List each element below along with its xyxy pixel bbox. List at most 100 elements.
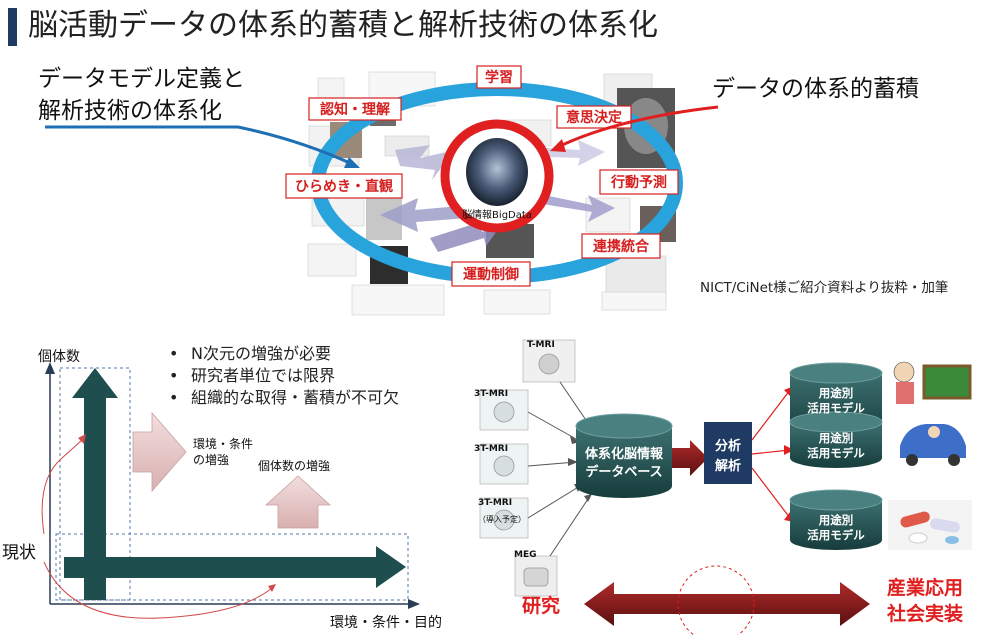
database-top xyxy=(575,413,673,439)
cycle-label-box xyxy=(556,105,632,129)
model-3-label-line1: 用途別 xyxy=(818,513,854,527)
cycle-label-box xyxy=(308,97,402,121)
source-label-meg: MEG xyxy=(514,550,537,560)
slide-title: 脳活動データの体系的蓄積と解析技術の体系化 xyxy=(28,8,658,43)
curve-to-vertical xyxy=(41,437,85,535)
research-industry-arrow xyxy=(584,565,870,635)
scanner-bore-icon xyxy=(538,353,560,375)
dashed-circle xyxy=(677,565,755,635)
model-1-label-line2: 活用モデル xyxy=(807,401,865,415)
individual-boost-label: 個体数の増強 xyxy=(258,458,330,473)
scanner-bore-icon xyxy=(493,455,515,477)
curve-arrowhead xyxy=(268,584,276,592)
bullet-item: N次元の増強が必要 xyxy=(165,343,399,365)
research-label: 研究 xyxy=(522,594,560,617)
database-label-line2: データベース xyxy=(585,464,662,480)
central-database xyxy=(575,413,673,498)
curve-arrowhead xyxy=(78,434,86,444)
connector-arrowhead xyxy=(584,494,592,502)
scanner-bore-icon xyxy=(493,509,515,531)
label-data-accumulation: データの体系的蓄積 xyxy=(712,76,919,102)
output-connectors xyxy=(751,389,791,519)
requirement-bullets: N次元の増強が必要 研究者単位では限界 組織的な取得・蓄積が不可欠 xyxy=(165,343,399,409)
thumbnail xyxy=(483,289,551,315)
model-2-label-line1: 用途別 xyxy=(818,431,854,445)
analysis-label-line1: 分析 xyxy=(715,438,741,454)
medicine-illustration xyxy=(888,500,972,550)
model-db-3 xyxy=(789,489,883,550)
source-label-tmri: T-MRI xyxy=(527,340,555,350)
inner-arrow xyxy=(430,220,505,252)
connector-arrowhead xyxy=(568,458,578,466)
label-data-model-line2: 解析技術の体系化 xyxy=(38,98,222,124)
meg-helmet-icon xyxy=(523,567,549,587)
x-axis-arrowhead xyxy=(408,599,420,609)
thumbnail xyxy=(307,243,357,277)
model-3-label-line2: 活用モデル xyxy=(807,528,865,542)
industry-label-line1: 産業応用 xyxy=(887,576,963,599)
source-label-3t-mri-2: 3T-MRI xyxy=(474,444,508,454)
model-2-label-line2: 活用モデル xyxy=(807,446,865,460)
cycle-label-box xyxy=(476,65,522,89)
x-axis-label: 環境・条件・目的 xyxy=(330,614,442,631)
cycle-label-behavior-prediction: 行動予測 xyxy=(610,174,667,191)
tablet-icon xyxy=(945,536,959,544)
vertical-arrow-individual xyxy=(72,368,118,600)
dashed-region-environment xyxy=(55,533,409,601)
source-label-3t-mri-3: 3T-MRI xyxy=(478,498,512,508)
capsule-icon xyxy=(930,518,960,533)
car-illustration xyxy=(900,424,966,466)
cycle-label-box xyxy=(285,173,403,199)
cycle-label-integration: 連携統合 xyxy=(593,238,650,255)
thumbnail xyxy=(601,291,667,311)
source-label-3t-mri-1: 3T-MRI xyxy=(474,389,508,399)
person-icon xyxy=(893,361,915,383)
analysis-box xyxy=(704,422,752,484)
chalkboard-icon xyxy=(922,364,972,400)
cycle-label-box xyxy=(599,169,679,195)
industry-label-line2: 社会実装 xyxy=(886,602,963,625)
inner-arrow xyxy=(520,140,605,166)
tablet-icon xyxy=(908,532,928,544)
bullet-item: 組織的な取得・蓄積が不可欠 xyxy=(165,387,399,409)
horizontal-arrow-environment xyxy=(64,546,406,588)
callout-arrows xyxy=(45,105,719,168)
person-body xyxy=(896,382,914,404)
cycle-label-box xyxy=(581,233,661,259)
thumbnail xyxy=(351,284,445,316)
car-icon xyxy=(900,424,966,458)
callout-arrow-accumulation xyxy=(559,105,719,148)
database-body xyxy=(576,426,672,498)
output-arrowhead xyxy=(784,445,794,455)
right-database-diagram xyxy=(479,339,972,635)
database-label-line1: 体系化脳情報 xyxy=(585,446,664,462)
scanner-bore-icon xyxy=(493,401,515,423)
cycle-label-motor-control: 運動制御 xyxy=(463,266,519,283)
cycle-label-box xyxy=(451,261,531,287)
cycle-label-intuition: ひらめき・直観 xyxy=(295,178,393,195)
bidirectional-arrow xyxy=(584,582,870,626)
callout-arrowhead-accumulation xyxy=(550,139,566,152)
inner-flow-arrows xyxy=(380,140,615,252)
thumbnail xyxy=(605,255,667,297)
education-illustration xyxy=(893,361,972,404)
source-label-planned: （導入予定） xyxy=(478,514,526,524)
pills-background xyxy=(888,500,972,550)
analysis-label-line2: 解析 xyxy=(714,458,741,474)
curve-to-horizontal xyxy=(43,561,273,619)
env-boost-label-line1: 環境・条件 xyxy=(193,436,253,451)
arrow-environment-boost xyxy=(132,411,187,493)
callout-arrowhead-data-model xyxy=(344,157,360,168)
cycle-label-decision: 意思決定 xyxy=(566,109,622,126)
arrow-individual-boost xyxy=(264,475,332,529)
center-label: 脳情報BigData xyxy=(462,208,532,221)
brain-image xyxy=(466,138,528,206)
arrow-to-analysis xyxy=(672,440,708,476)
callout-arrow-data-model xyxy=(45,125,353,166)
capsule-icon xyxy=(900,511,930,528)
title-accent-bar xyxy=(8,8,17,46)
cycle-label-cognition: 認知・理解 xyxy=(320,101,390,118)
scanner-meg xyxy=(514,555,558,597)
